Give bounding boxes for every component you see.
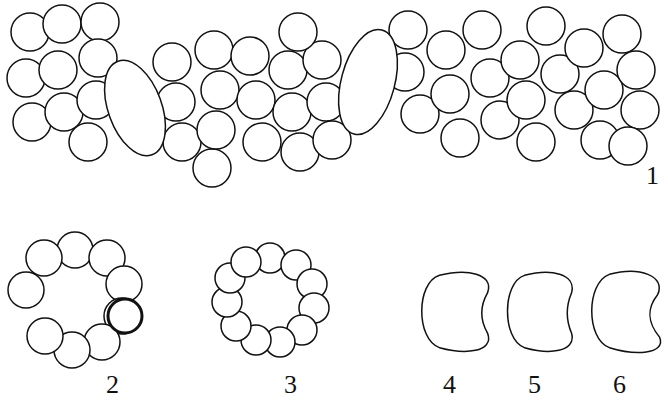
figure-number: 4 [443, 372, 456, 398]
figure-number: 5 [528, 372, 541, 398]
vegetative-cells [7, 3, 659, 187]
figure-number: 6 [613, 372, 626, 398]
heterocysts [95, 25, 406, 161]
figure-number: 2 [106, 372, 119, 398]
ring-colony-2 [8, 232, 142, 368]
figure-number: 1 [646, 163, 659, 189]
ring-colony-3 [212, 243, 329, 357]
figure-number: 3 [284, 372, 297, 398]
akinetes [424, 273, 659, 350]
